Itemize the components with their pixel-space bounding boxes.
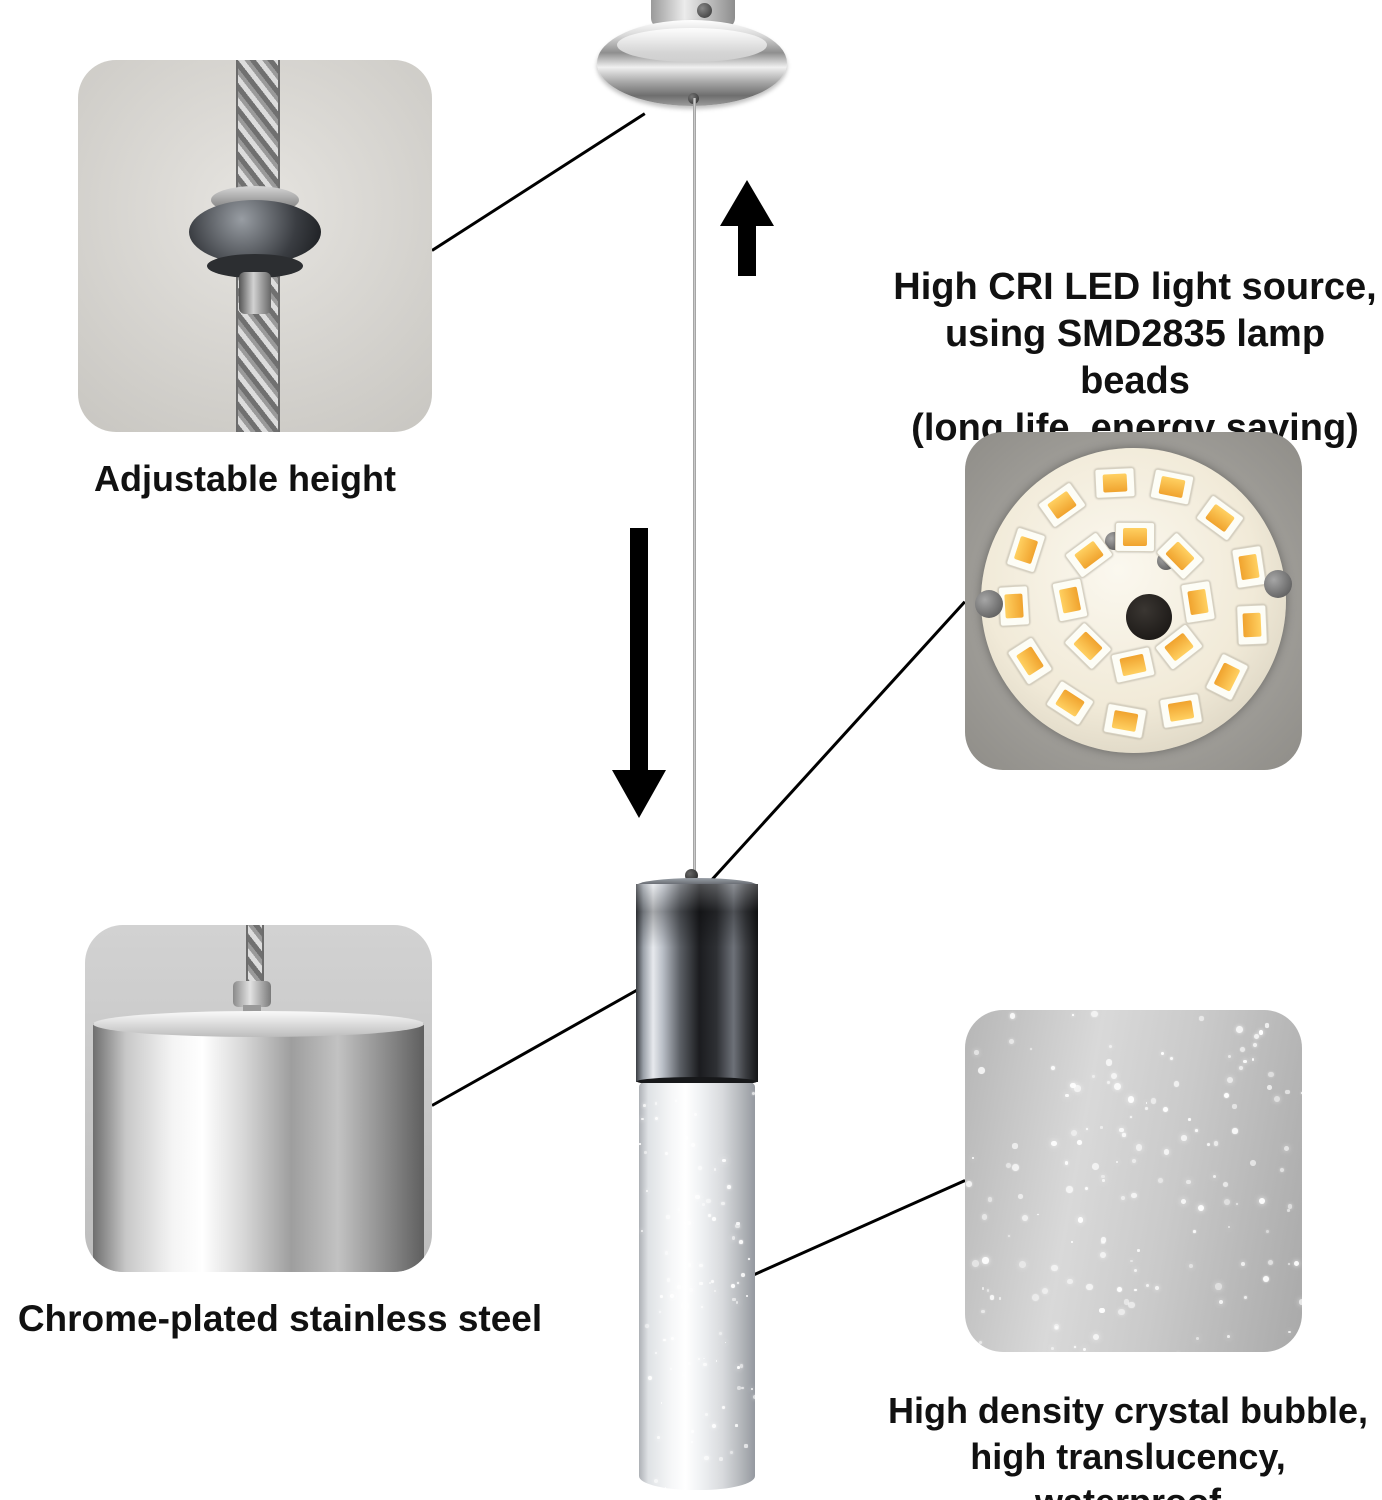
pendant-metal-body xyxy=(636,884,758,1082)
adjuster-dome xyxy=(189,200,321,264)
chrome-cylinder xyxy=(93,1023,424,1272)
down-arrow-stem xyxy=(630,528,648,772)
stem-screw xyxy=(697,3,712,18)
led-feature-line-1: High CRI LED light source, xyxy=(893,266,1377,308)
adjuster-photo xyxy=(78,60,432,432)
chrome-label: Chrome-plated stainless steel xyxy=(17,1298,543,1339)
led-board-photo xyxy=(965,432,1302,770)
chrome-cylinder-cap xyxy=(93,1011,424,1037)
callout-line-led xyxy=(701,600,966,891)
canopy-highlight xyxy=(617,28,767,62)
bubble-label-line-1: High density crystal bubble, xyxy=(887,1390,1369,1431)
rim-screw-left xyxy=(975,590,1003,618)
up-arrow-stem xyxy=(738,224,756,276)
down-arrow-icon xyxy=(612,770,666,818)
rim-screw-right xyxy=(1264,570,1292,598)
up-arrow-icon xyxy=(720,180,774,226)
led-feature-text: High CRI LED light source, using SMD2835… xyxy=(893,264,1377,452)
pendant-seam xyxy=(637,1077,757,1086)
hanging-wire xyxy=(693,98,696,886)
chrome-connector xyxy=(233,981,271,1007)
adjuster-nut xyxy=(239,272,271,314)
bubble-label-line-2: high translucency, waterproof xyxy=(970,1435,1286,1500)
chrome-cable xyxy=(246,925,264,987)
bubble-photo xyxy=(965,1010,1302,1352)
callout-line-adjuster xyxy=(431,112,646,252)
led-board xyxy=(981,448,1286,753)
adjustable-height-label: Adjustable height xyxy=(93,458,396,499)
chrome-photo xyxy=(85,925,432,1272)
crystal-tube xyxy=(639,1083,755,1490)
led-board-hole xyxy=(1126,594,1172,640)
ceiling-canopy xyxy=(597,20,787,106)
led-feature-line-2: using SMD2835 lamp beads xyxy=(944,313,1326,403)
bubble-label: High density crystal bubble, high transl… xyxy=(878,1388,1378,1500)
